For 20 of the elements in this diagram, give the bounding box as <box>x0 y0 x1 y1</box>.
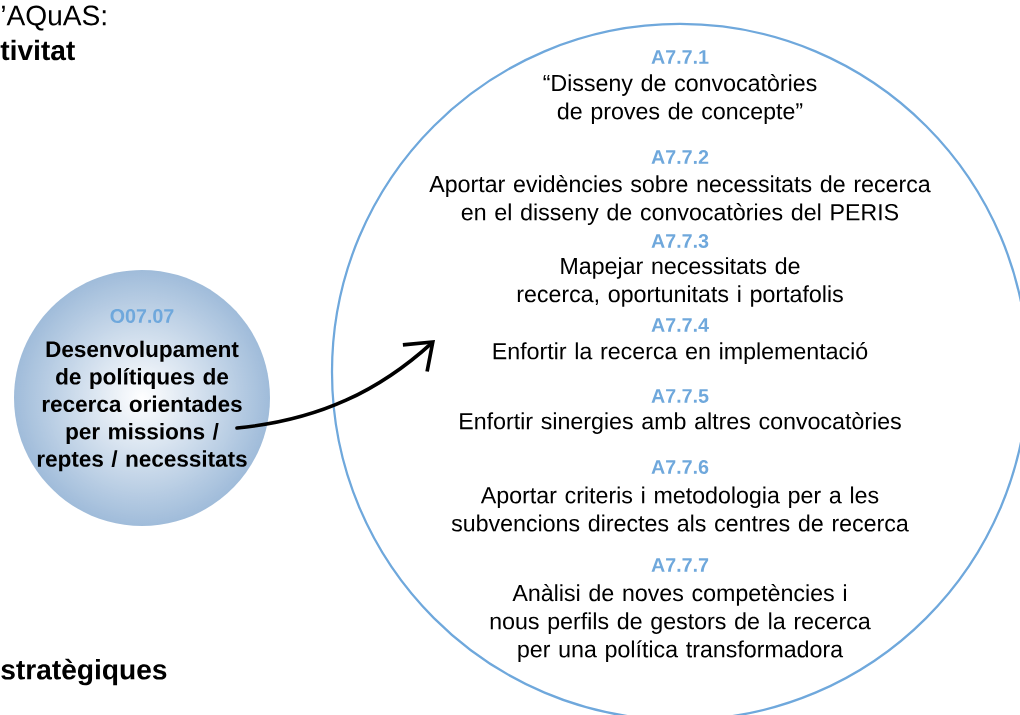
activity-text: Aportar criteris i metodologia per a les subvencions directes als centres de recerca <box>451 486 909 532</box>
objective-text: Desenvolupament de polítiques de recerca orientades per missions / reptes / necessitats <box>37 340 247 472</box>
activity-text: “Disseny de convocatòries de proves de concepte” <box>543 74 817 124</box>
activity-code: A7.7.5 <box>651 389 709 403</box>
activity-text: Anàlisi de noves competències i nous perfils de gestors de la recerca per una política transformadora <box>490 583 871 663</box>
activity-code: A7.7.2 <box>651 150 709 164</box>
arrow <box>235 340 435 430</box>
objective-code: O07.07 <box>110 309 174 323</box>
activity-code: A7.7.7 <box>651 558 709 572</box>
activity-text: Enfortir la recerca en implementació <box>493 342 868 364</box>
activity-code: A7.7.3 <box>651 234 709 248</box>
activity-code: A7.7.1 <box>651 50 709 64</box>
heading-fragment: stratègiques <box>1 658 167 686</box>
activity-text: Enfortir sinergies amb altres convocatòries <box>460 412 901 434</box>
activity-text: Aportar evidències sobre necessitats de recerca en el disseny de convocatòries del PERIS <box>429 175 931 225</box>
heading-fragment: tivitat <box>0 39 75 61</box>
activity-code: A7.7.6 <box>651 460 709 474</box>
activity-code: A7.7.4 <box>651 318 709 332</box>
activity-text: Mapejar necessitats de recerca, oportunitats i portafolis <box>517 257 843 307</box>
heading-fragment: ’AQuAS: <box>2 5 106 31</box>
